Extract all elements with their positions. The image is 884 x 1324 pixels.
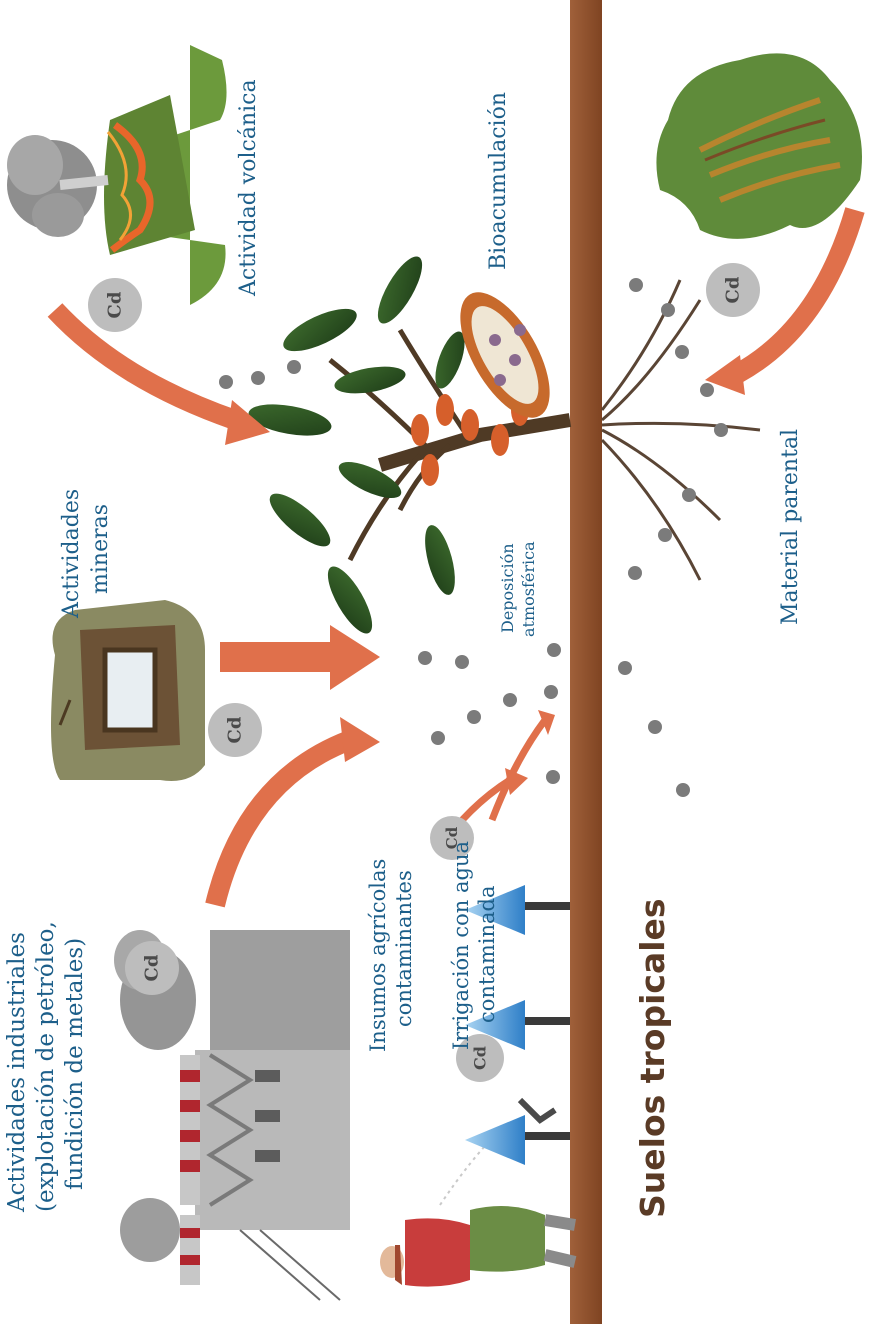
- cd-badge-volcano: Cd: [88, 278, 142, 332]
- mine-icon: [51, 600, 205, 781]
- cd-particle: [658, 528, 672, 542]
- cacao-tree-icon: [248, 256, 761, 634]
- cd-particles: [219, 278, 728, 797]
- cd-particle: [219, 375, 233, 389]
- label-irrigacion-1: Irrigación con agua: [449, 841, 473, 1050]
- cd-badge-mine: Cd: [208, 703, 262, 757]
- terrain-map-icon: [656, 53, 862, 239]
- cd-particle: [287, 360, 301, 374]
- svg-text:Cd: Cd: [142, 954, 163, 981]
- cd-particle: [546, 770, 560, 784]
- cd-particle: [661, 303, 675, 317]
- cd-badge-irrigation: Cd: [430, 816, 474, 860]
- cd-particle: [648, 720, 662, 734]
- cd-particle: [682, 488, 696, 502]
- label-actividades-industriales-1: Actividades industriales: [4, 932, 30, 1213]
- label-insumos-1: Insumos agrícolas: [366, 859, 390, 1052]
- label-actividades-industriales-2: (explotación de petróleo,: [33, 921, 59, 1212]
- cd-particle: [628, 566, 642, 580]
- cd-particle: [467, 710, 481, 724]
- cd-particle: [547, 643, 561, 657]
- cd-particle: [251, 371, 265, 385]
- farmer-icon: [380, 1097, 577, 1287]
- soil-surface-bar: [570, 0, 602, 1324]
- arrow-parental-to-roots: [705, 207, 865, 395]
- arrow-volcano-to-tree: [47, 303, 270, 445]
- label-deposicion-2: atmosférica: [519, 541, 538, 637]
- label-suelos-tropicales: Suelos tropicales: [633, 898, 672, 1218]
- svg-text:Cd: Cd: [225, 716, 246, 743]
- svg-text:Cd: Cd: [105, 291, 126, 318]
- cacao-pod-icon: [460, 292, 550, 418]
- cd-particle: [676, 783, 690, 797]
- arrow-irrigation-to-deposition: [488, 710, 555, 822]
- label-deposicion-1: Deposición: [498, 543, 517, 633]
- svg-text:Cd: Cd: [443, 826, 461, 849]
- cd-badge-parental: Cd: [706, 263, 760, 317]
- arrow-mine-to-deposition: [220, 625, 380, 690]
- cd-particle: [700, 383, 714, 397]
- label-actividades-industriales-3: fundición de metales): [62, 938, 88, 1190]
- cd-particle: [455, 655, 469, 669]
- svg-text:Cd: Cd: [723, 276, 744, 303]
- cd-particle: [431, 731, 445, 745]
- cd-particle: [503, 693, 517, 707]
- factory-icon: [114, 930, 350, 1301]
- label-bioacumulacion: Bioacumulación: [486, 92, 511, 270]
- cd-particle: [418, 651, 432, 665]
- cd-badge-industry: Cd: [125, 941, 179, 995]
- sprinkler-icon: [465, 885, 570, 1165]
- cd-badge-insumos: Cd: [456, 1034, 504, 1082]
- label-actividad-volcanica: Actividad volcánica: [236, 79, 261, 297]
- cd-particle: [629, 278, 643, 292]
- arrow-industry-to-deposition: [205, 717, 380, 908]
- svg-text:Cd: Cd: [471, 1046, 490, 1070]
- label-insumos-2: contaminantes: [392, 870, 416, 1027]
- cd-particle: [714, 423, 728, 437]
- label-actividades-mineras-1: Actividades: [59, 489, 84, 619]
- cd-particle: [675, 345, 689, 359]
- cd-particle: [544, 685, 558, 699]
- volcano-icon: [7, 45, 227, 305]
- label-irrigacion-2: contaminada: [475, 885, 499, 1023]
- cd-particle: [618, 661, 632, 675]
- label-material-parental: Material parental: [778, 429, 803, 625]
- label-actividades-mineras-2: mineras: [88, 504, 113, 594]
